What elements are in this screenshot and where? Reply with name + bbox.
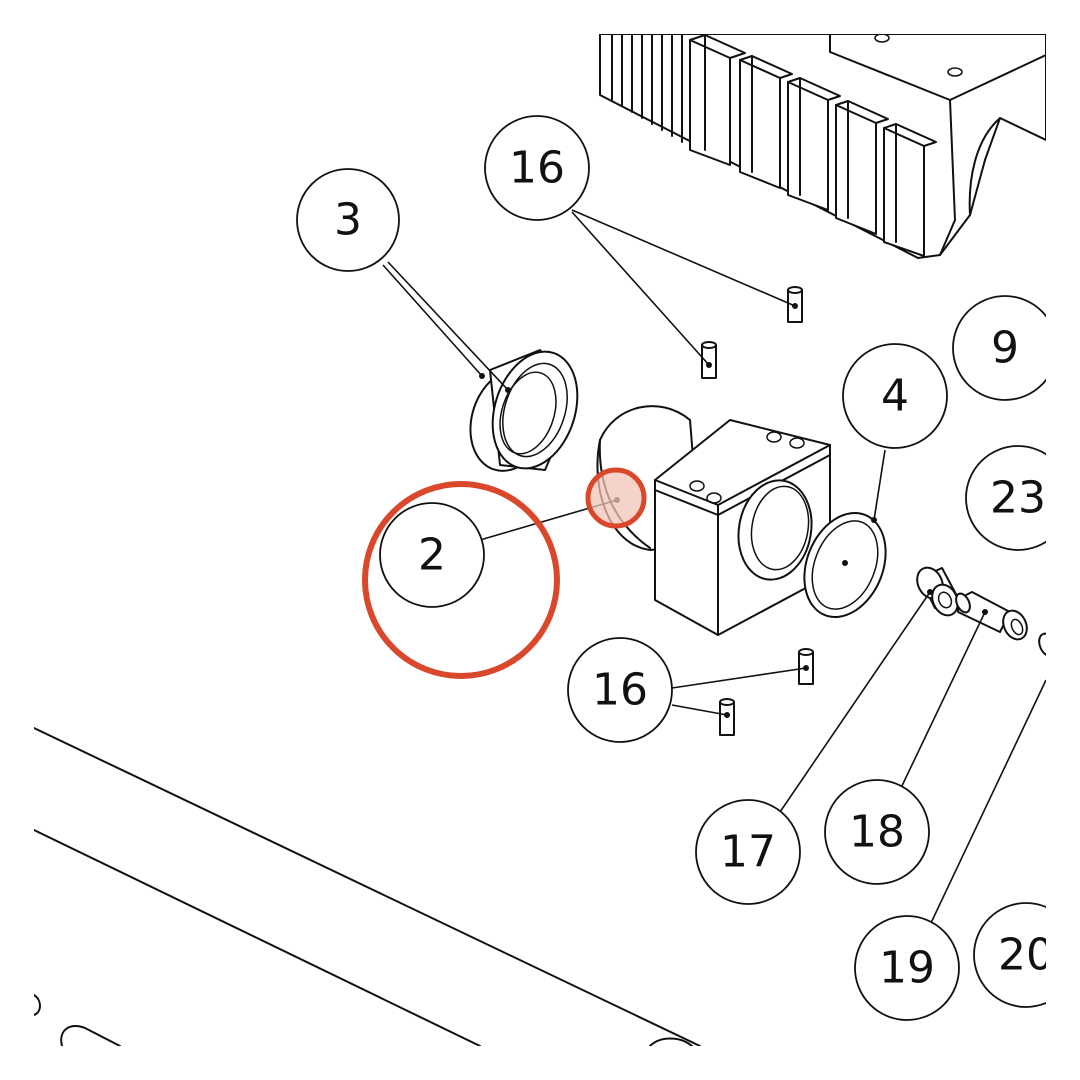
parts-17-18-19 xyxy=(916,566,1046,658)
highlight-target-dot xyxy=(585,467,647,529)
callout-18: 18 xyxy=(824,779,930,885)
callout-16-top-label: 16 xyxy=(509,143,565,194)
callout-16-top: 16 xyxy=(484,115,590,221)
callout-16-bottom-label: 16 xyxy=(592,665,648,716)
part-2-block xyxy=(596,405,831,636)
callout-9-label: 9 xyxy=(991,323,1019,374)
callout-17-label: 17 xyxy=(720,827,776,878)
callout-20-label: 20 xyxy=(998,930,1054,981)
callout-23: 23 xyxy=(965,445,1046,551)
callout-23-label: 23 xyxy=(990,473,1046,524)
callout-19: 19 xyxy=(854,915,960,1021)
callout-2: 2 xyxy=(379,502,485,608)
callout-16-bottom: 16 xyxy=(567,637,673,743)
long-tube xyxy=(34,727,701,1046)
callout-19-label: 19 xyxy=(879,943,935,994)
callout-3-label: 3 xyxy=(334,195,362,246)
callout-20: 20 xyxy=(973,902,1054,1008)
callout-4-label: 4 xyxy=(881,371,909,422)
callout-3: 3 xyxy=(296,168,400,272)
callout-2-label: 2 xyxy=(418,530,446,581)
callout-9: 9 xyxy=(952,295,1046,401)
callout-18-label: 18 xyxy=(849,807,905,858)
callout-17: 17 xyxy=(695,799,801,905)
callout-4: 4 xyxy=(842,343,948,449)
part-3-sleeve xyxy=(469,349,579,472)
highlight-ring xyxy=(362,481,560,679)
finned-housing xyxy=(599,34,1046,259)
highlight-overlay xyxy=(362,467,647,679)
